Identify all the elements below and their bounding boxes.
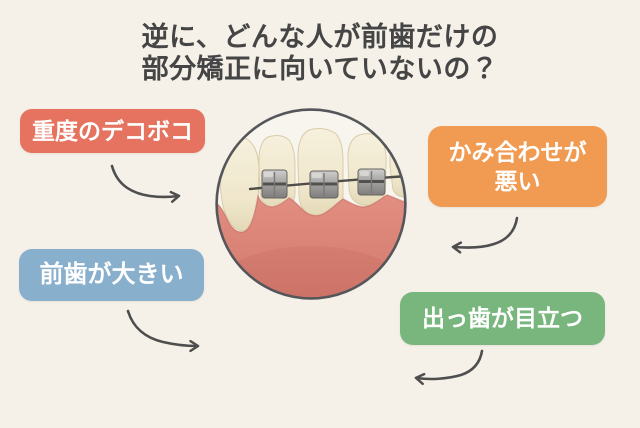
curved-arrow-left-icon [414, 349, 484, 386]
label-protruding-teeth-text: 出っ歯が目立つ [422, 305, 583, 332]
label-large-front-teeth-text: 前歯が大きい [39, 261, 184, 288]
braces-teeth-svg [215, 108, 407, 300]
title-line-2: 部分矯正に向いていないの？ [141, 54, 499, 84]
page-title: 逆に、どんな人が前歯だけの 部分矯正に向いていないの？ [0, 21, 640, 85]
title-line-1: 逆に、どんな人が前歯だけの [141, 22, 499, 52]
gum-margin-shadow [217, 193, 405, 233]
label-protruding-teeth: 出っ歯が目立つ [400, 292, 605, 345]
label-bad-bite: かみ合わせが 悪い [428, 126, 607, 207]
braces-bracket [309, 170, 339, 199]
braces-bracket [261, 169, 288, 199]
curved-arrow-right-icon [126, 309, 200, 353]
label-bad-bite-line-2: 悪い [494, 167, 541, 194]
curved-arrow-left-icon [451, 216, 519, 254]
label-bad-bite-line-1: かみ合わせが [448, 138, 587, 165]
label-large-front-teeth: 前歯が大きい [19, 249, 204, 301]
label-severe-crowding: 重度のデコボコ [20, 109, 205, 153]
illustration-circle-border [215, 108, 407, 300]
braces-bracket [357, 168, 386, 196]
gum-lower-shading [217, 246, 405, 298]
braces-teeth-illustration [213, 106, 409, 302]
gum [217, 195, 405, 298]
curved-arrow-right-icon [110, 164, 181, 203]
label-severe-crowding-text: 重度のデコボコ [32, 117, 193, 144]
